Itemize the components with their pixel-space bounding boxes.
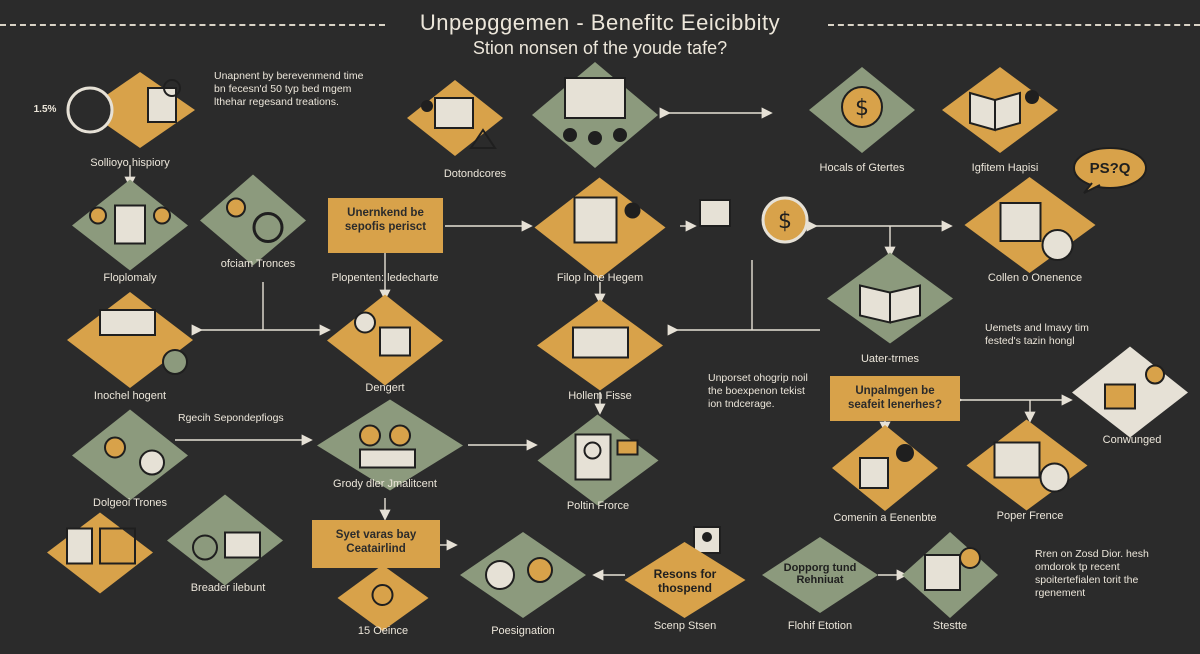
box-limits: Unpalmgen be seafeit lenerhes? (830, 376, 960, 421)
label-filop: Filop lnne Hegem (556, 272, 644, 284)
node-fund-diamond (760, 535, 880, 615)
label-comenin: Comenin a Eenenbte (833, 512, 937, 524)
label-scenp: Scenp Stsen (653, 620, 717, 632)
node-documents (405, 78, 505, 158)
label-hollem: Hollem Fisse (568, 390, 632, 402)
label-plopenten: Plopenten: ledecharte (331, 272, 439, 284)
node-reasons-diamond (623, 540, 748, 620)
header-rule-left (0, 24, 385, 26)
label-inochel: Inochel hogent (93, 390, 167, 402)
node-team-report (70, 178, 190, 273)
note-bottom-right: Rren on Zosd Dior. hesh omdorok tp recen… (1035, 548, 1149, 599)
label-poesignation: Poesignation (491, 625, 555, 637)
note-mid-right: Uemets and lmavy tim fested's tazin hong… (985, 322, 1089, 347)
node-book-reader (940, 65, 1060, 155)
node-desk-clock (965, 418, 1090, 513)
node-dollar-gear: $ (807, 65, 917, 155)
node-screen-card (692, 525, 722, 555)
node-meeting-room (65, 290, 195, 390)
label-dengert: Dengert (365, 382, 405, 394)
label-floplomaly: Floplomaly (103, 272, 157, 284)
svg-text:$: $ (778, 209, 792, 234)
node-coin-person: $ (695, 190, 815, 260)
node-team-board (535, 298, 665, 393)
label-grody: Grody dler Jmalitcent (333, 478, 437, 490)
label-uater: Uater-trmes (860, 353, 920, 365)
node-calendar-gear (900, 530, 1000, 620)
label-documents: Dotondcores (443, 168, 507, 180)
box-reasons: Resons for thospend (653, 567, 717, 595)
node-broader (165, 493, 285, 588)
label-hocals: Hocals of Gtertes (819, 162, 905, 174)
box-fund: Dopporg tund Rehniuat (783, 562, 857, 586)
node-receipt-people (830, 423, 940, 513)
node-group-discussion (315, 398, 465, 493)
node-presentation (530, 60, 660, 170)
node-chat-people (70, 408, 190, 503)
node-open-book (825, 251, 955, 346)
label-collen: Collen o Onenence (987, 272, 1083, 284)
box-varas: Syet varas bay Ceatairlind (312, 520, 440, 568)
label-conwunged: Conwunged (1102, 434, 1162, 446)
label-flohif: Flohif Etotion (787, 620, 853, 632)
box-perspective: Unernkend be sepofis perisct (328, 198, 443, 253)
ps-badge: PS?Q (1089, 160, 1131, 177)
note-top-left: Unapnent by berevenmend time bn fecesn'd… (214, 70, 364, 108)
label-ofciam: ofciam Tronces (220, 258, 296, 270)
node-designation (458, 530, 588, 620)
label-stestte: Stestte (932, 620, 968, 632)
node-people-gear (198, 173, 308, 268)
note-mid-left: Rgecih Sepondepfiogs (178, 412, 284, 424)
page-title: Unpepggemen - Benefitc Eeicibbity (419, 10, 781, 35)
label-breader: Breader ilebunt (190, 582, 266, 594)
label-poper: Poper Frence (996, 510, 1064, 522)
node-board-meeting (533, 176, 668, 281)
label-igfitem: Igfitem Hapisi (971, 162, 1039, 174)
node-search-doc (536, 413, 661, 508)
page-subtitle: Stion nonsen of the youde tafe? (472, 38, 728, 58)
header-rule-right (828, 24, 1200, 26)
node-ps-bubble (1070, 145, 1150, 195)
node-invoice (45, 511, 155, 596)
node-tools (325, 293, 445, 388)
label-history: Sollioyo hispiory (90, 157, 170, 169)
node-history-clock (60, 70, 200, 150)
pct-badge: 1.5% (33, 104, 57, 115)
node-oeince (336, 563, 431, 633)
node-calendar-clock (963, 175, 1098, 275)
label-poltin: Poltin Frorce (566, 500, 630, 512)
label-dolgeoi: Dolgeoi Trones (93, 497, 167, 509)
node-person-laptop (1070, 345, 1190, 440)
note-mid-center: Unporset ohogrip noil the boexpenon teki… (708, 372, 808, 410)
label-oeince: 15 Oeince (357, 625, 409, 637)
svg-text:$: $ (855, 96, 869, 121)
